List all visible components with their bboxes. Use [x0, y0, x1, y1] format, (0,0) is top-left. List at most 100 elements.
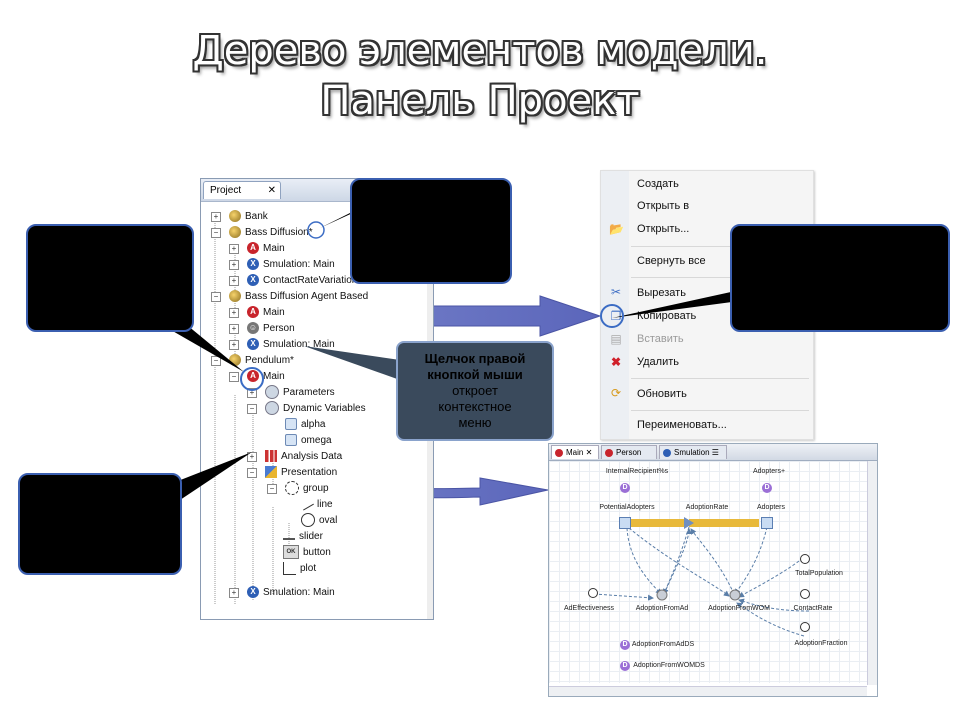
tree-item-label: Smulation: Main: [263, 587, 335, 598]
tab-main[interactable]: Main ✕: [551, 445, 599, 459]
dynamic-variable-icon: D: [620, 661, 630, 671]
stock-potential-adopters[interactable]: [619, 517, 631, 529]
active-object-icon: A: [247, 370, 259, 383]
collapse-icon[interactable]: −: [267, 484, 277, 494]
active-object-icon: [605, 449, 613, 457]
expand-icon[interactable]: +: [229, 260, 239, 270]
tree-item-label: Main: [263, 307, 285, 318]
label-adoption-from-ad: AdoptionFromAd: [635, 605, 689, 612]
expand-icon[interactable]: +: [229, 324, 239, 334]
experiment-icon: X: [247, 586, 259, 599]
menu-item-open-in[interactable]: Открыть в: [637, 200, 690, 212]
expand-icon[interactable]: +: [229, 340, 239, 350]
tree-item-label: slider: [299, 531, 323, 542]
tree-item-dynamic-variables[interactable]: −Dynamic Variables: [247, 401, 366, 417]
delete-icon: ✖: [610, 355, 622, 369]
menu-item-collapse-all[interactable]: Свернуть все: [637, 255, 706, 267]
button-icon: OK: [283, 545, 299, 560]
flow-adoption-from-ad[interactable]: [656, 589, 668, 601]
tree-item-bank[interactable]: +Bank: [211, 209, 268, 225]
tree-item-label: Pendulum*: [245, 355, 294, 366]
label-total-population: TotalPopulation: [795, 570, 843, 577]
parameter-total-population[interactable]: [800, 554, 810, 564]
diagram-grid: [549, 461, 867, 683]
tree-item-group[interactable]: −group: [267, 481, 329, 497]
tree-item-slider[interactable]: slider: [283, 529, 323, 545]
collapse-icon[interactable]: −: [229, 372, 239, 382]
stock-adopters[interactable]: [761, 517, 773, 529]
expand-icon[interactable]: +: [229, 276, 239, 286]
tree-item-person[interactable]: +☺Person: [229, 321, 295, 337]
expand-icon[interactable]: +: [229, 308, 239, 318]
dynamic-variables-icon: [265, 401, 279, 416]
presentation-icon: [265, 466, 277, 479]
highlight-circle-copy: [600, 304, 624, 328]
tree-item-label: Main: [263, 243, 285, 254]
tree-item-alpha[interactable]: alpha: [285, 417, 325, 433]
callout-left: [26, 224, 194, 332]
tree-item-parameters[interactable]: +Parameters: [247, 385, 335, 401]
slide-title-line-2: Панель Проект: [320, 78, 640, 124]
menu-separator: [631, 277, 809, 278]
tab-project[interactable]: Project ✕: [203, 181, 281, 199]
dynamic-variable-icon: D: [620, 640, 630, 650]
label-contact-rate: ContactRate: [793, 605, 833, 612]
model-icon: [229, 226, 241, 239]
refresh-icon: ⟳: [610, 386, 622, 400]
tree-item-simulation[interactable]: + X Smulation: Main: [229, 585, 335, 601]
collapse-icon[interactable]: −: [247, 404, 257, 414]
horizontal-scrollbar[interactable]: [549, 686, 867, 696]
tab-simulation[interactable]: Smulation ☰: [659, 445, 727, 459]
menu-item-refresh[interactable]: Обновить: [637, 388, 687, 400]
tree-item-presentation[interactable]: −Presentation: [247, 465, 337, 481]
flow-adoption-from-wom[interactable]: [729, 589, 741, 601]
label-adoption-rate: AdoptionRate: [685, 504, 729, 511]
expand-icon[interactable]: +: [247, 452, 257, 462]
collapse-icon[interactable]: −: [211, 356, 221, 366]
label-potential-adopters: PotentialAdopters: [599, 504, 655, 511]
flow-adoption-left: [629, 519, 684, 527]
slider-icon: [283, 532, 295, 541]
paste-icon: ▤: [610, 332, 622, 346]
tree-item-label: alpha: [301, 419, 326, 430]
menu-item-create[interactable]: Создать: [637, 178, 679, 190]
menu-item-open[interactable]: Открыть...: [637, 223, 690, 235]
parameter-adoption-fraction[interactable]: [800, 622, 810, 632]
collapse-icon[interactable]: −: [211, 228, 221, 238]
expand-icon[interactable]: +: [229, 588, 239, 598]
tree-item-oval[interactable]: oval: [301, 513, 337, 529]
tree-item-bass-diffusion-agent-based[interactable]: −Bass Diffusion Agent Based: [211, 289, 368, 305]
tree-item-plot[interactable]: plot: [283, 561, 316, 577]
close-icon[interactable]: ✕: [267, 185, 276, 196]
expand-icon[interactable]: +: [247, 388, 257, 398]
menu-item-cut[interactable]: Вырезать: [637, 287, 686, 299]
tree-item-omega[interactable]: omega: [285, 433, 332, 449]
vertical-scrollbar[interactable]: [867, 461, 877, 685]
menu-item-rename[interactable]: Переименовать...: [637, 419, 727, 431]
slide-title-line-1: Дерево элементов модели.: [192, 28, 768, 74]
callout-bottom: [18, 473, 182, 575]
menu-item-paste[interactable]: Вставить: [637, 333, 684, 345]
experiment-icon: X: [247, 258, 259, 271]
parameter-contact-rate[interactable]: [800, 589, 810, 599]
collapse-icon[interactable]: −: [247, 468, 257, 478]
tab-person[interactable]: Person: [601, 445, 657, 459]
collapse-icon[interactable]: −: [211, 292, 221, 302]
parameter-ad-effectiveness[interactable]: [588, 588, 598, 598]
menu-item-delete[interactable]: Удалить: [637, 356, 679, 368]
tree-item-label: line: [317, 499, 333, 510]
expand-icon[interactable]: +: [211, 212, 221, 222]
tree-item-bass-diffusion[interactable]: −Bass Diffusion*: [211, 225, 313, 241]
menu-item-copy[interactable]: Копировать: [637, 310, 697, 322]
tree-item-analysis-data[interactable]: +Analysis Data: [247, 449, 342, 465]
expand-icon[interactable]: +: [229, 244, 239, 254]
tree-item-line[interactable]: line: [300, 497, 333, 513]
